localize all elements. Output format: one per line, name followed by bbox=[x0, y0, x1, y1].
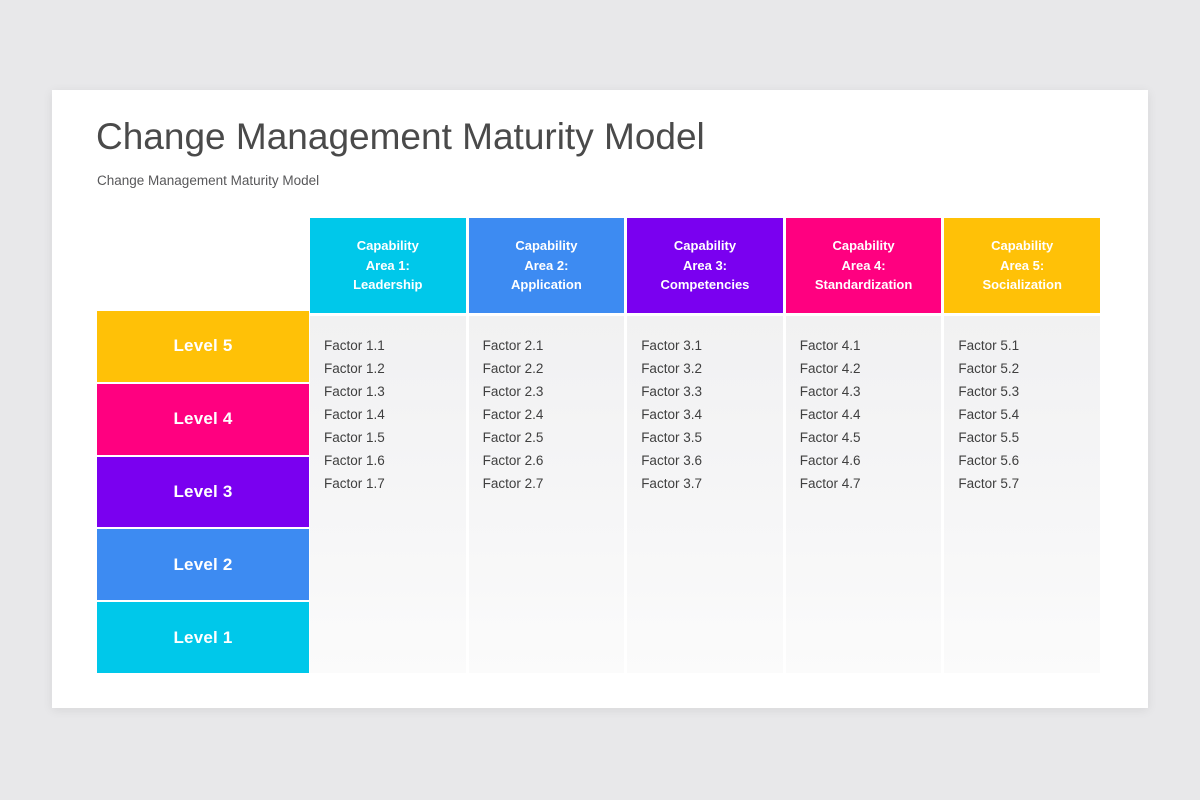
maturity-level-label: Level 2 bbox=[173, 554, 233, 574]
factor-item[interactable]: Factor 1.4 bbox=[324, 407, 385, 422]
maturity-level-label: Level 1 bbox=[173, 627, 233, 647]
maturity-matrix: Level 5 Level 4 Level 3 Level 2 Level 1 Capa… bbox=[52, 90, 1148, 708]
page-title: Change Management Maturity Model bbox=[96, 116, 705, 157]
capability-header-line: Area 1: bbox=[365, 257, 410, 273]
maturity-level-block[interactable]: Level 2 bbox=[97, 529, 309, 601]
maturity-level-label: Level 5 bbox=[173, 336, 233, 356]
factor-item[interactable]: Factor 3.7 bbox=[641, 476, 702, 491]
maturity-level-block[interactable]: Level 1 bbox=[97, 602, 309, 673]
factor-item[interactable]: Factor 1.1 bbox=[324, 338, 385, 353]
capability-header-line: Standardization bbox=[814, 277, 913, 293]
factor-item[interactable]: Factor 3.3 bbox=[641, 384, 702, 399]
factor-item[interactable]: Factor 3.6 bbox=[641, 453, 702, 468]
slide-card: Change Management Maturity Model Change … bbox=[52, 90, 1148, 708]
factor-item[interactable]: Factor 5.7 bbox=[958, 476, 1020, 491]
factor-item[interactable]: Factor 2.1 bbox=[482, 338, 544, 353]
factor-item[interactable]: Factor 2.7 bbox=[482, 476, 544, 491]
factor-item[interactable]: Factor 1.7 bbox=[324, 476, 385, 491]
capability-header-line: Area 4: bbox=[841, 257, 886, 273]
factor-item[interactable]: Factor 2.4 bbox=[482, 407, 544, 422]
factor-item[interactable]: Factor 5.6 bbox=[958, 453, 1020, 468]
maturity-levels-column: Level 5 Level 4 Level 3 Level 2 Level 1 bbox=[97, 311, 309, 673]
factor-item[interactable]: Factor 4.2 bbox=[799, 361, 861, 376]
capability-header-line: Capability bbox=[673, 238, 737, 254]
maturity-level-block[interactable]: Level 4 bbox=[97, 383, 309, 455]
capability-header-line: Competencies bbox=[660, 277, 750, 293]
factor-item[interactable]: Factor 3.4 bbox=[641, 407, 702, 422]
factor-item[interactable]: Factor 2.2 bbox=[482, 361, 544, 376]
capability-header-line: Leadership bbox=[353, 277, 423, 293]
factor-item[interactable]: Factor 5.1 bbox=[958, 338, 1020, 353]
capability-header-line: Capability bbox=[356, 238, 419, 254]
factor-item[interactable]: Factor 4.7 bbox=[799, 476, 861, 491]
capability-header-line: Socialization bbox=[982, 277, 1062, 293]
factor-item[interactable]: Factor 2.6 bbox=[482, 453, 544, 468]
factor-item[interactable]: Factor 5.4 bbox=[958, 407, 1020, 422]
capability-header-line: Capability bbox=[832, 238, 895, 254]
factor-item[interactable]: Factor 3.2 bbox=[641, 361, 702, 376]
capability-header-line: Area 5: bbox=[1000, 257, 1045, 273]
capability-header-line: Application bbox=[511, 277, 582, 293]
capability-header-line: Capability bbox=[991, 238, 1054, 254]
maturity-level-label: Level 3 bbox=[173, 481, 233, 501]
factor-item[interactable]: Factor 5.2 bbox=[958, 361, 1020, 376]
factor-item[interactable]: Factor 1.3 bbox=[324, 384, 385, 399]
factor-item[interactable]: Factor 5.3 bbox=[958, 384, 1020, 399]
factor-item[interactable]: Factor 2.5 bbox=[482, 430, 544, 445]
factor-item[interactable]: Factor 4.5 bbox=[799, 430, 861, 445]
factor-item[interactable]: Factor 4.1 bbox=[799, 338, 861, 353]
factor-item[interactable]: Factor 2.3 bbox=[482, 384, 544, 399]
maturity-level-block[interactable]: Level 3 bbox=[97, 456, 309, 528]
factor-item[interactable]: Factor 4.6 bbox=[799, 453, 861, 468]
capability-header-line: Area 2: bbox=[524, 257, 569, 273]
factor-item[interactable]: Factor 3.5 bbox=[641, 430, 702, 445]
factor-item[interactable]: Factor 5.5 bbox=[958, 430, 1020, 445]
factor-item[interactable]: Factor 1.6 bbox=[324, 453, 385, 468]
page-subtitle: Change Management Maturity Model bbox=[97, 173, 320, 188]
factor-item[interactable]: Factor 4.4 bbox=[799, 407, 861, 422]
factor-item[interactable]: Factor 1.2 bbox=[324, 361, 385, 376]
maturity-level-label: Level 4 bbox=[173, 409, 233, 429]
factor-item[interactable]: Factor 1.5 bbox=[324, 430, 385, 445]
maturity-level-block[interactable]: Level 5 bbox=[97, 311, 309, 382]
capability-header-line: Capability bbox=[515, 238, 578, 254]
capability-header-line: Area 3: bbox=[682, 257, 728, 273]
factor-item[interactable]: Factor 3.1 bbox=[641, 338, 702, 353]
factor-item[interactable]: Factor 4.3 bbox=[799, 384, 861, 399]
